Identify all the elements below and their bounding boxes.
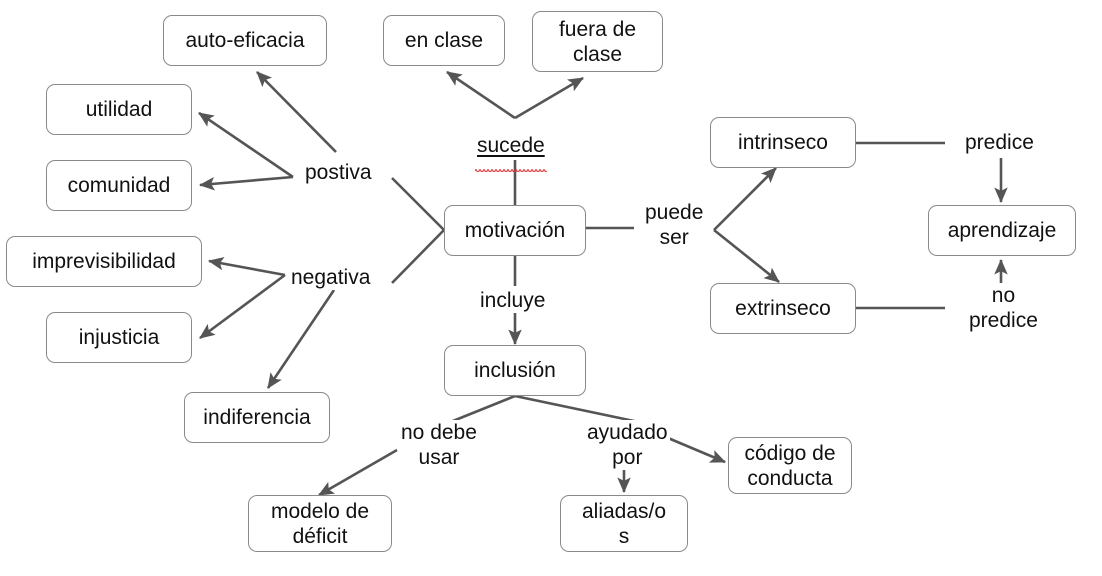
node-motivacion[interactable]: motivación: [444, 205, 586, 256]
link-label-incluye[interactable]: incluye: [478, 288, 548, 313]
node-label: fuera de clase: [558, 17, 637, 66]
edge-postiva-to-comunidad: [198, 175, 294, 191]
node-en-clase[interactable]: en clase: [383, 15, 505, 66]
edge-negativa-to-injusticia: [199, 273, 286, 340]
link-label-sucede[interactable]: sucede: [475, 133, 547, 158]
edge-motivacion-to-postiva: [391, 177, 445, 231]
node-label: aliadas/o s: [581, 499, 667, 548]
edge-ayudado-por-to-codigo: [667, 436, 726, 464]
node-modelo-deficit[interactable]: modelo de déficit: [248, 495, 392, 552]
node-label: código de conducta: [744, 441, 836, 490]
node-auto-eficacia[interactable]: auto-eficacia: [163, 15, 327, 66]
node-fuera-de-clase[interactable]: fuera de clase: [532, 11, 663, 72]
edge-negativa-to-imprevisibilidad: [207, 256, 286, 277]
node-extrinseco[interactable]: extrinseco: [710, 283, 856, 334]
node-comunidad[interactable]: comunidad: [46, 160, 192, 211]
node-label: en clase: [404, 29, 484, 52]
node-aprendizaje[interactable]: aprendizaje: [928, 205, 1076, 256]
node-label: utilidad: [85, 98, 153, 121]
link-label-postiva[interactable]: postiva: [303, 160, 374, 185]
node-label: extrinseco: [735, 297, 831, 320]
node-label: auto-eficacia: [185, 29, 305, 52]
node-codigo-conducta[interactable]: código de conducta: [728, 437, 852, 494]
link-label-no-debe-usar[interactable]: no debe usar: [399, 420, 479, 470]
link-label-no-predice[interactable]: no predice: [967, 283, 1040, 333]
link-label-ayudado-por[interactable]: ayudado por: [585, 420, 670, 470]
edge-negativa-to-indiferencia: [266, 289, 336, 389]
link-label-predice[interactable]: predice: [963, 130, 1036, 155]
edge-no-debe-usar-to-modelo: [318, 448, 398, 497]
node-aliadas-os[interactable]: aliadas/o s: [560, 495, 688, 552]
node-label: inclusión: [474, 359, 556, 382]
node-imprevisibilidad[interactable]: imprevisibilidad: [6, 236, 202, 287]
node-label: motivación: [464, 219, 566, 242]
node-label: intrinseco: [738, 131, 828, 154]
edge-postiva-to-utilidad: [198, 111, 294, 179]
node-label: comunidad: [67, 174, 171, 197]
node-label: injusticia: [78, 326, 160, 349]
node-label: imprevisibilidad: [32, 250, 176, 273]
node-indiferencia[interactable]: indiferencia: [184, 392, 330, 443]
link-label-negativa[interactable]: negativa: [289, 265, 373, 290]
edge-postiva-to-auto-eficacia: [256, 71, 337, 153]
edge-sucede-to-en-clase: [446, 70, 516, 120]
node-utilidad[interactable]: utilidad: [46, 84, 192, 135]
edge-sucede-to-fuera-de-clase: [514, 76, 584, 120]
node-intrinseco[interactable]: intrinseco: [710, 117, 856, 168]
node-label: modelo de déficit: [270, 499, 370, 548]
edge-puede-ser-to-intrinseco: [713, 167, 777, 231]
edge-motivacion-to-negativa: [391, 229, 445, 284]
node-inclusion[interactable]: inclusión: [444, 345, 586, 396]
link-label-puede-ser[interactable]: puede ser: [643, 200, 706, 250]
edge-puede-ser-to-extrinseco: [713, 228, 780, 284]
node-label: indiferencia: [203, 406, 311, 429]
node-label: aprendizaje: [947, 219, 1057, 242]
node-injusticia[interactable]: injusticia: [46, 312, 192, 363]
